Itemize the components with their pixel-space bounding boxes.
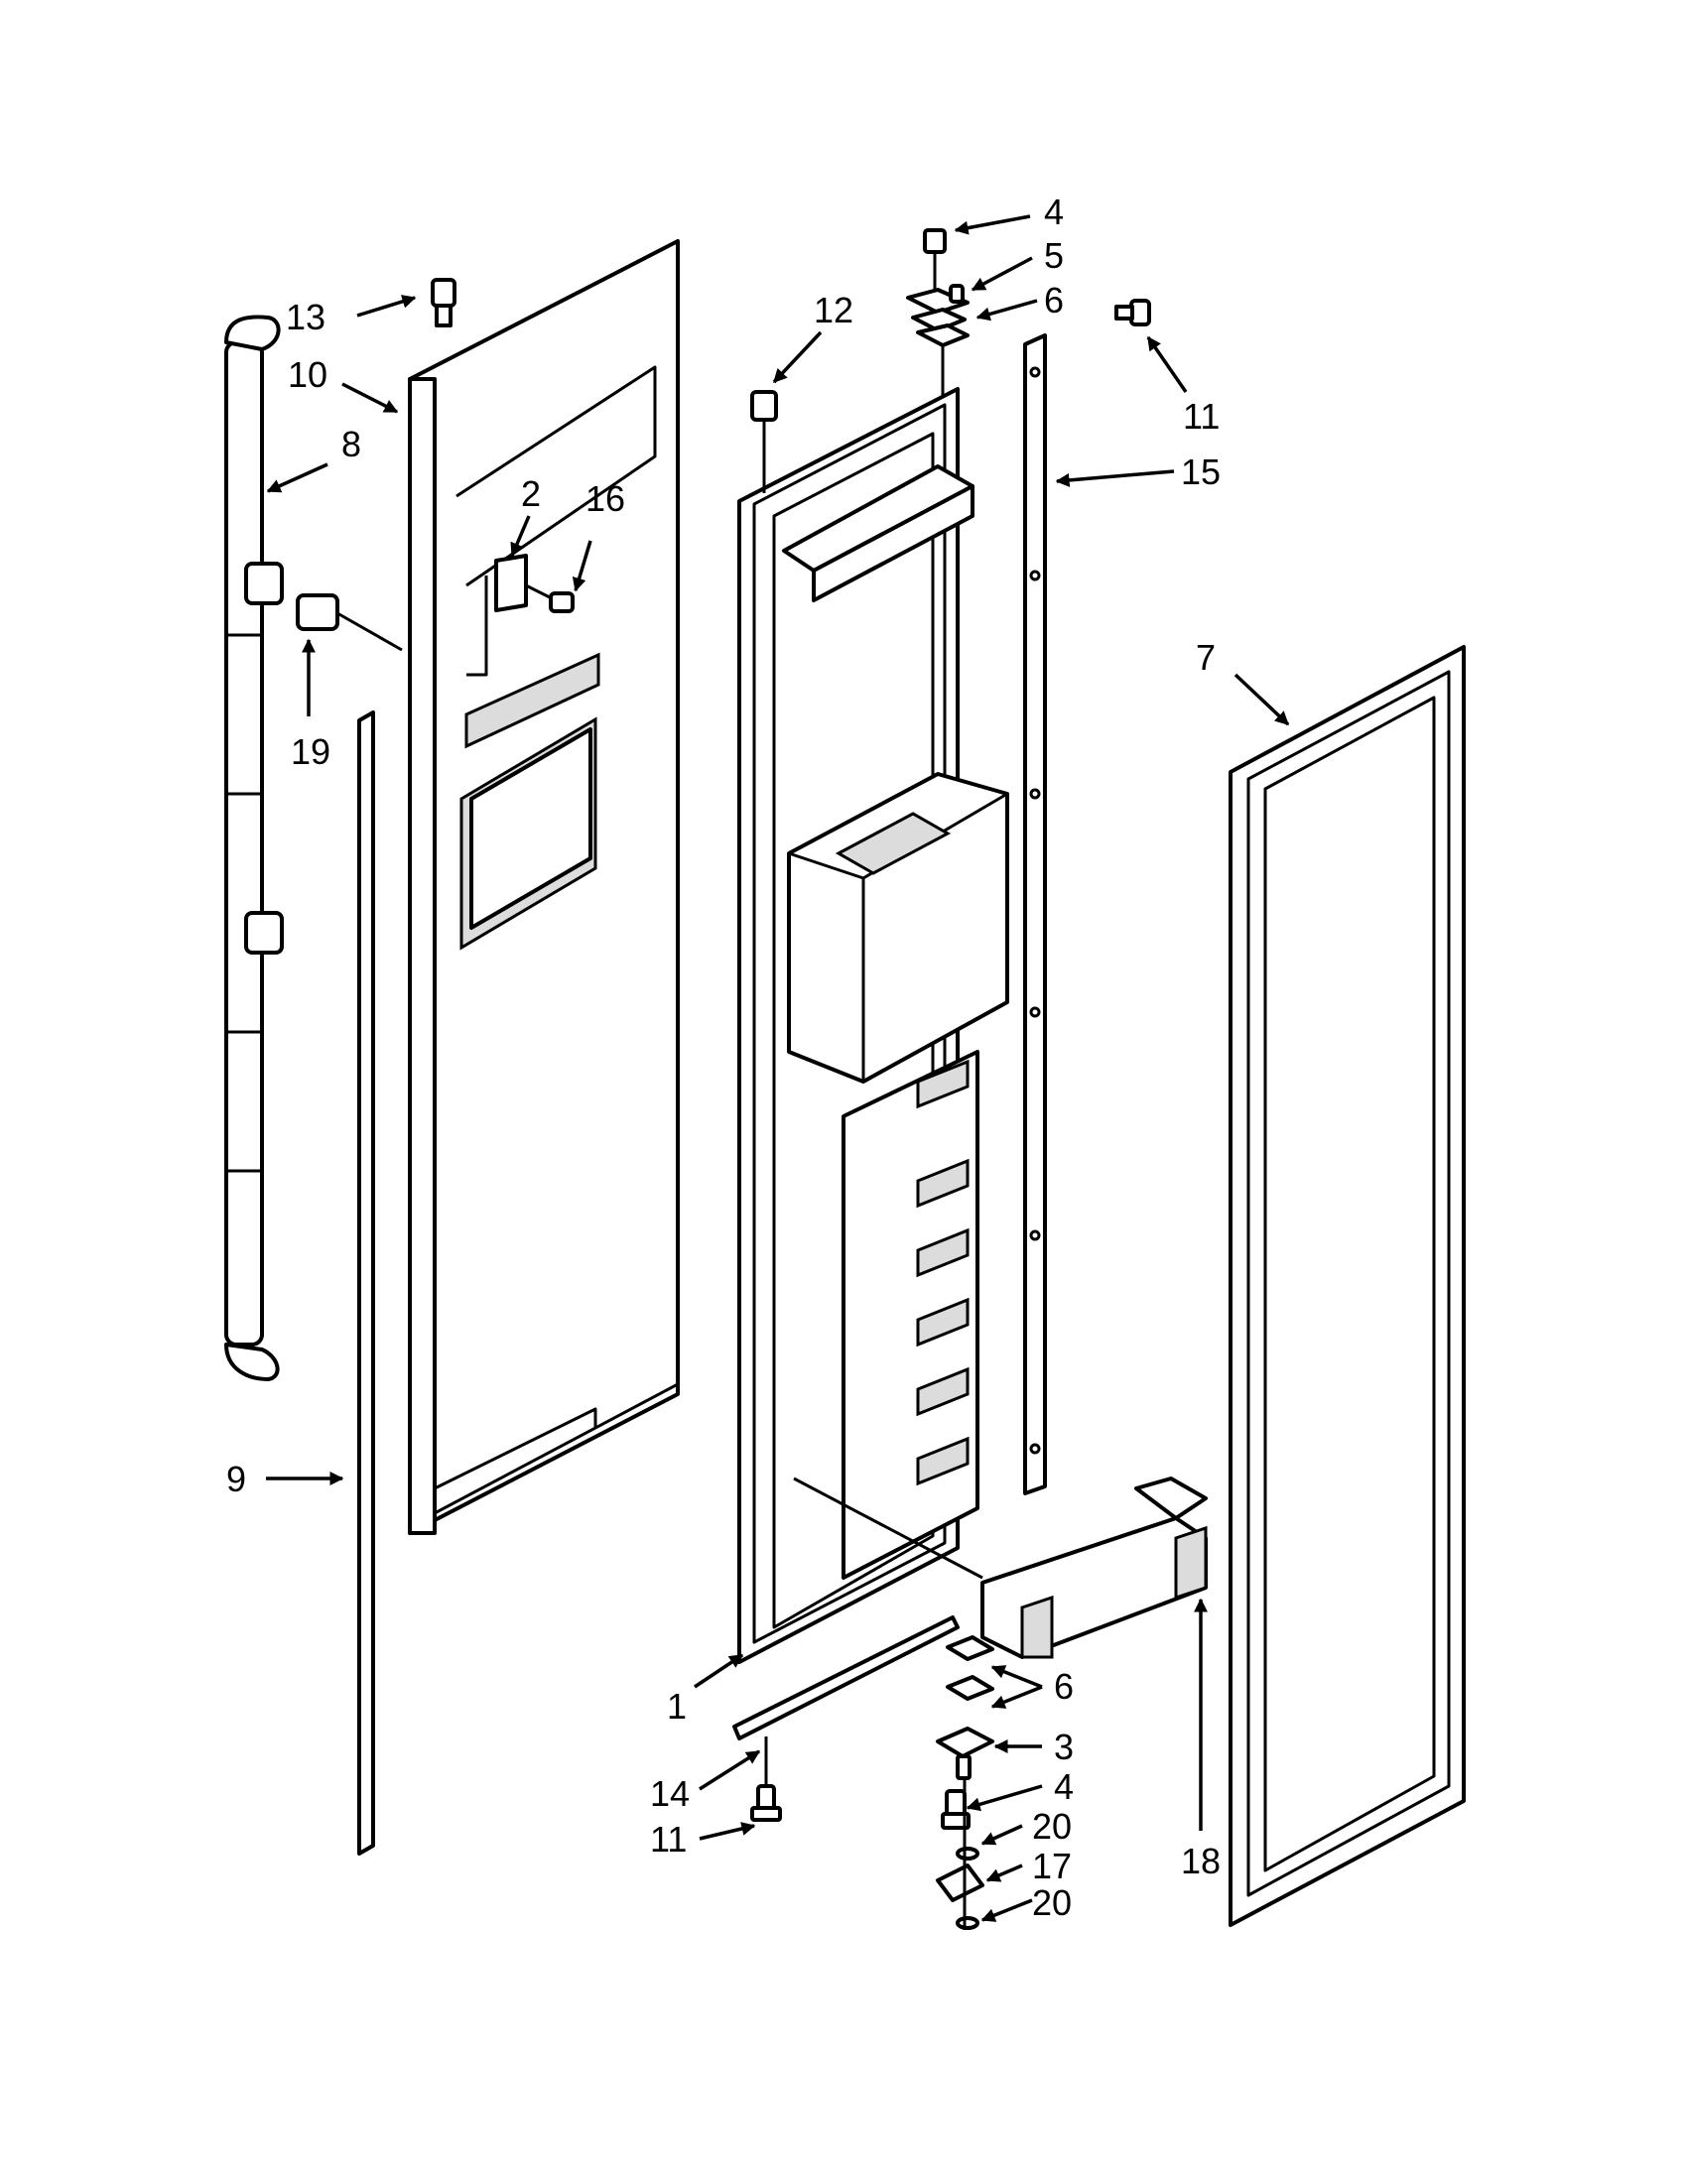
callout-10: 10 — [288, 354, 327, 395]
callout-13: 13 — [286, 297, 325, 337]
handle-spacer-part — [296, 593, 403, 652]
callout-8: 8 — [341, 424, 361, 464]
side-screw-part — [1114, 299, 1151, 326]
door-gasket-part — [1229, 645, 1466, 1927]
callout-20-lower: 20 — [1032, 1882, 1072, 1923]
bottom-screw-part — [750, 1736, 782, 1822]
callout-11-bottom: 11 — [650, 1819, 687, 1860]
callout-16: 16 — [585, 478, 625, 519]
callout-labels: 13 10 8 2 16 19 9 12 4 5 6 11 15 7 18 1 … — [226, 192, 1221, 1923]
callout-6-bottom: 6 — [1054, 1666, 1074, 1707]
callout-15: 15 — [1181, 451, 1221, 492]
bottom-strip-part — [732, 1615, 960, 1740]
right-trim-strip-part — [1023, 333, 1047, 1495]
top-hinge-cluster-part — [906, 228, 970, 397]
left-trim-strip-part — [357, 710, 375, 1856]
leader-lines — [266, 214, 1290, 1922]
callout-17: 17 — [1032, 1846, 1072, 1886]
bottom-hinge-cluster-part — [936, 1635, 994, 1930]
top-plug-part — [750, 390, 778, 493]
callout-12: 12 — [814, 290, 853, 330]
door-liner-part — [737, 387, 1009, 1664]
callout-4-bottom: 4 — [1054, 1766, 1074, 1807]
top-screw-part — [431, 278, 456, 327]
outer-door-panel-part — [408, 239, 680, 1535]
callout-5: 5 — [1044, 235, 1064, 276]
callout-19: 19 — [291, 731, 330, 772]
callout-9: 9 — [226, 1459, 246, 1499]
callout-18: 18 — [1181, 1841, 1221, 1881]
callout-6-top: 6 — [1044, 280, 1064, 321]
callout-4-top: 4 — [1044, 192, 1064, 232]
callout-20-upper: 20 — [1032, 1806, 1072, 1847]
callout-11-top: 11 — [1183, 396, 1220, 437]
door-bin-part — [980, 1477, 1208, 1659]
callout-1: 1 — [667, 1686, 687, 1727]
door-handle-part — [224, 315, 284, 1381]
callout-2: 2 — [521, 473, 541, 514]
callout-7: 7 — [1196, 637, 1216, 678]
callout-3: 3 — [1054, 1727, 1074, 1767]
callout-14: 14 — [650, 1773, 690, 1814]
